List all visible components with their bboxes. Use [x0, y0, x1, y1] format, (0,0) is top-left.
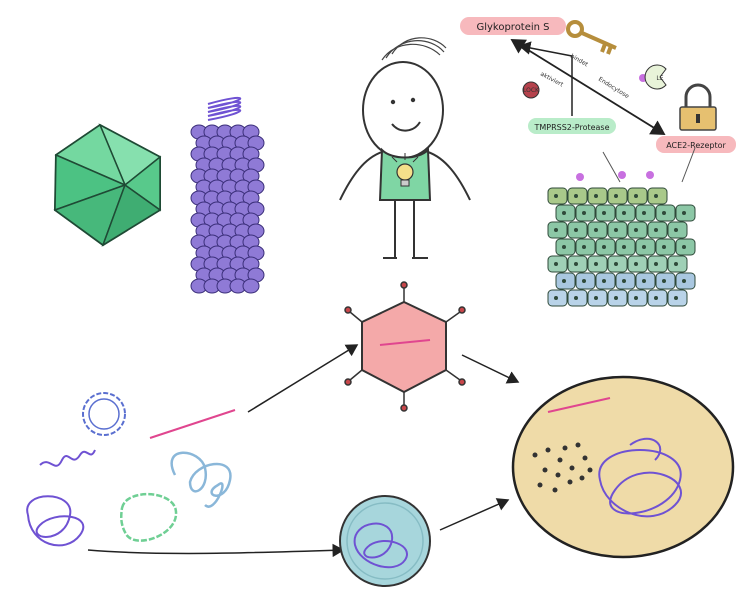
lightbulb-icon: [391, 153, 419, 187]
svg-text:Glykoprotein S: Glykoprotein S: [476, 22, 549, 33]
circular-dna-icon: [82, 392, 126, 436]
purple-loop-icon: [26, 495, 85, 547]
aktiviert-label: aktiviert: [539, 71, 565, 89]
binding-arrow: [510, 39, 666, 135]
ace2-label: ACE2-Rezeptor: [656, 136, 736, 153]
host-cell-icon: [511, 375, 735, 559]
virus-to-cell-arrow: [461, 354, 520, 384]
svg-text:LOCK: LOCK: [523, 87, 540, 94]
to-vesicle-arrow: [87, 543, 345, 558]
padlock-icon: [679, 83, 717, 131]
ssrna-blue-icon: [39, 449, 96, 467]
glycoprotein-label: Glykoprotein S: [460, 17, 566, 35]
epithelium-icon: [547, 147, 696, 307]
le-pacman-icon: LE: [639, 64, 667, 90]
green-loop-icon: [119, 493, 178, 542]
helical-capsid-icon: [190, 96, 265, 294]
key-icon: [566, 20, 617, 55]
character-icon: [339, 37, 471, 259]
vesicle-icon: [339, 495, 431, 587]
svg-text:LE: LE: [656, 75, 663, 82]
tmprss2-label: TMPRSS2-Protease: [528, 118, 616, 134]
svg-text:ACE2-Rezeptor: ACE2-Rezeptor: [666, 141, 726, 150]
icosahedron-icon: [53, 123, 162, 247]
enzyme-icon: LOCK: [522, 81, 540, 99]
to-virus-arrow: [247, 344, 359, 413]
activation-arrow: [518, 41, 573, 116]
light-loop-icon: [170, 451, 232, 508]
svg-text:TMPRSS2-Protease: TMPRSS2-Protease: [533, 123, 609, 132]
vesicle-to-cell-arrow: [439, 498, 510, 531]
rna-strand-pink-icon: [149, 409, 236, 439]
virus-particle-icon: [344, 281, 466, 412]
